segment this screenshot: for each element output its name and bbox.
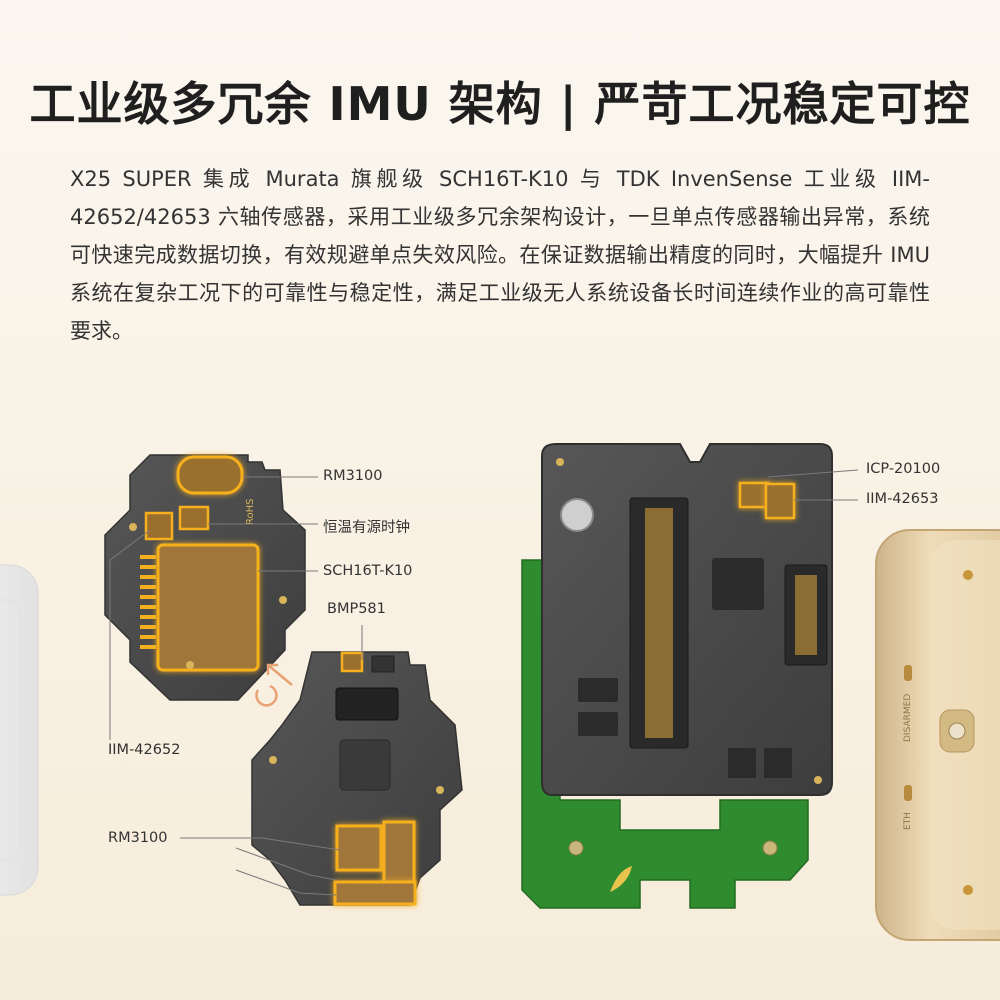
- white-enclosure: [0, 564, 39, 896]
- description-paragraph: X25 SUPER 集成 Murata 旗舰级 SCH16T-K10 与 TDK…: [70, 167, 930, 343]
- leaf-logo-icon: [610, 866, 632, 892]
- label-iim42652: IIM-42652: [108, 742, 181, 758]
- green-carrier-board: [521, 559, 809, 909]
- sensor-board-upper: RoHS: [104, 454, 306, 701]
- sensor-board-lower: [251, 651, 463, 906]
- iim42653-chip: [764, 482, 796, 520]
- label-rm3100-top: RM3100: [323, 468, 383, 484]
- label-sch16t: SCH16T-K10: [323, 563, 413, 579]
- main-controller-board: [541, 443, 833, 796]
- bmp581-chip: [340, 651, 364, 673]
- label-bmp581: BMP581: [327, 601, 386, 617]
- sch16t-chip: [156, 543, 260, 672]
- gold-enclosure: DISARMED ETH: [875, 529, 1000, 941]
- label-clock: 恒温有源时钟: [323, 520, 410, 536]
- label-iim42653: IIM-42653: [866, 491, 939, 507]
- rm3100-chip-bottom: [335, 824, 383, 872]
- screw: [560, 498, 594, 532]
- clock-chip: [144, 511, 174, 541]
- label-icp20100: ICP-20100: [866, 461, 941, 477]
- label-rm3100-bottom: RM3100: [108, 830, 168, 846]
- rohs-mark: RoHS: [245, 499, 256, 525]
- leader-lines: [109, 469, 859, 896]
- icp20100-chip: [738, 481, 770, 509]
- rotate-arrow-icon: [255, 663, 293, 707]
- iim42652-chip: [339, 739, 391, 791]
- rm3100-chip-top: [176, 455, 244, 495]
- page-title: 工业级多冗余 IMU 架构 | 严苛工况稳定可控: [29, 77, 971, 131]
- eth-mark: ETH: [903, 812, 913, 830]
- connector: [335, 687, 399, 721]
- disarmed-mark: DISARMED: [903, 694, 913, 742]
